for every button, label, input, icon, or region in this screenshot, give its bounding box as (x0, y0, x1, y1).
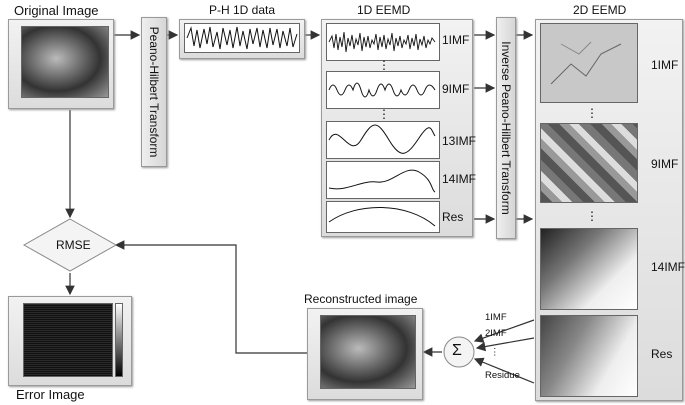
inverse-peano-hilbert-box: Inverse Peano-Hilbert Transform (496, 17, 516, 239)
eemd-2d-res-label: Res (651, 347, 673, 361)
reconstructed-image (320, 315, 416, 389)
sum-input-2imf: 2IMF (485, 328, 507, 339)
eemd-2d-res-image (540, 315, 638, 397)
eemd-2d-title: 2D EEMD (573, 3, 627, 17)
peano-hilbert-box: Peano-Hilbert Transform (141, 17, 167, 167)
reconstructed-image-title: Reconstructed image (304, 292, 418, 306)
eemd-2d-dots-1: ⋮ (586, 106, 598, 120)
sum-input-residue: Residue (485, 370, 520, 381)
arrow-2imf-to-sigma (475, 337, 535, 352)
error-colorbar (115, 303, 123, 377)
eemd-1d-imf14-label: 14IMF (442, 172, 477, 186)
ph-1d-data-panel (179, 19, 305, 59)
eemd-2d-imf14-label: 14IMF (651, 260, 685, 274)
original-image-title: Original Image (14, 3, 99, 18)
arrow-recon-to-rmse (114, 240, 308, 354)
inverse-peano-hilbert-label: Inverse Peano-Hilbert Transform (499, 41, 513, 215)
eemd-1d-res-plot (326, 201, 440, 233)
arrow-1imf-to-sigma (473, 319, 535, 343)
error-image (23, 303, 113, 377)
eemd-2d-panel: 1IMF ⋮ 9IMF ⋮ 14IMF Res (535, 19, 685, 401)
eemd-2d-imf9-label: 9IMF (651, 157, 679, 171)
eemd-1d-imf13-plot (326, 121, 440, 159)
eemd-1d-imf9-label: 9IMF (442, 82, 470, 96)
eemd-1d-imf1-label: 1IMF (442, 33, 470, 47)
arrow-residue-to-sigma (473, 357, 535, 384)
error-image-panel (8, 296, 132, 386)
sigma-symbol: Σ (452, 342, 462, 359)
eemd-1d-res-label: Res (442, 210, 464, 224)
eemd-1d-title: 1D EEMD (357, 3, 411, 17)
peano-hilbert-label: Peano-Hilbert Transform (147, 26, 161, 158)
sigma-circle (443, 336, 475, 368)
eemd-1d-imf9-plot (326, 71, 440, 109)
original-image-panel (8, 19, 114, 109)
eemd-2d-imf14-image (540, 228, 638, 310)
error-image-title: Error Image (16, 387, 85, 402)
rmse-diamond (22, 218, 118, 272)
sum-input-1imf: 1IMF (485, 312, 507, 323)
eemd-1d-imf1-plot (326, 23, 440, 61)
eemd-2d-dots-2: ⋮ (586, 209, 598, 223)
eemd-1d-imf14-plot (326, 161, 440, 199)
reconstructed-image-panel (307, 308, 423, 400)
original-image (21, 26, 109, 98)
eemd-1d-dots-2: ⋮ (378, 107, 390, 121)
ph-1d-data-title: P-H 1D data (209, 3, 276, 17)
sum-input-dots: ⋮ (490, 347, 500, 358)
eemd-1d-imf13-label: 13IMF (442, 134, 477, 148)
eemd-2d-imf1-image (540, 23, 638, 103)
eemd-1d-panel: 1IMF ⋮ 9IMF ⋮ 13IMF 14IMF Res (321, 19, 477, 237)
ph-1d-plot (184, 23, 300, 53)
eemd-2d-imf9-image (540, 123, 638, 203)
rmse-label: RMSE (56, 238, 91, 252)
eemd-1d-dots-1: ⋮ (378, 58, 390, 72)
eemd-2d-imf1-label: 1IMF (651, 58, 679, 72)
